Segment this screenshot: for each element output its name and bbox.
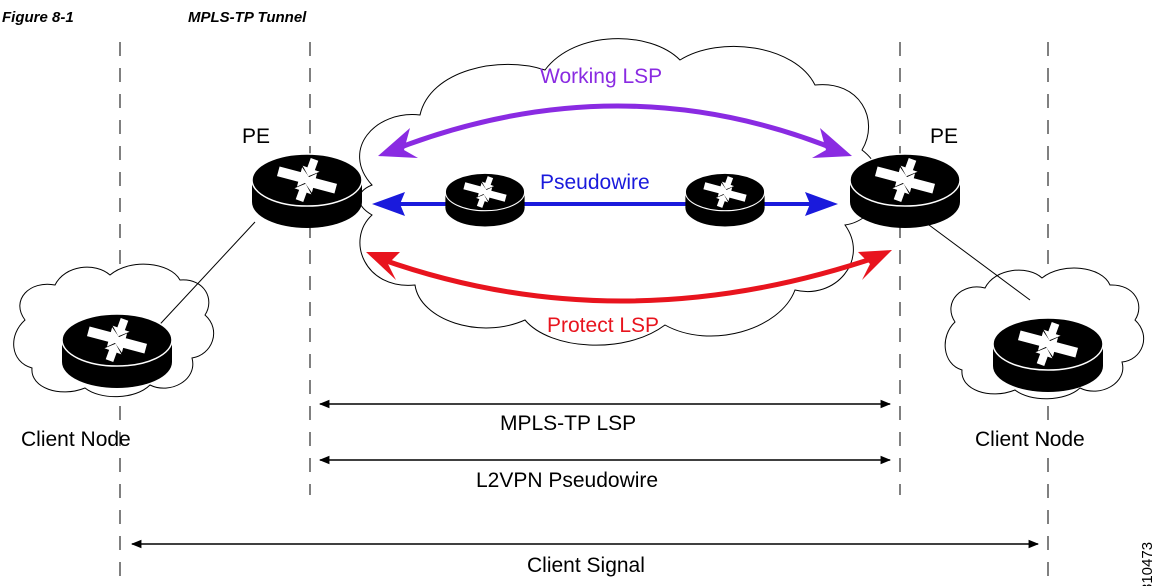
working-lsp-arrow — [378, 103, 852, 158]
client-right-router-icon — [992, 317, 1104, 393]
core-cloud-icon — [358, 38, 881, 346]
link-pe-right-client — [924, 221, 1031, 301]
client-signal-label: Client Signal — [527, 554, 645, 577]
link-pe-left-client — [149, 221, 256, 336]
protect-lsp-label: Protect LSP — [547, 314, 659, 337]
pe-left-label: PE — [242, 125, 270, 148]
core-router-right-icon — [684, 172, 766, 228]
figure-title: MPLS-TP Tunnel — [188, 9, 307, 26]
pseudowire-label: Pseudowire — [540, 171, 650, 194]
working-lsp-label: Working LSP — [540, 65, 662, 88]
figure-id-code: 310473 — [1139, 542, 1156, 586]
l2vpn-pseudowire-label: L2VPN Pseudowire — [476, 469, 658, 492]
pe-right-label: PE — [930, 125, 958, 148]
figure-number: Figure 8-1 — [2, 9, 74, 26]
client-left-router-icon — [61, 313, 173, 389]
mpls-tp-lsp-label: MPLS-TP LSP — [500, 412, 636, 435]
protect-lsp-arrow — [366, 250, 892, 304]
core-router-left-icon — [444, 172, 526, 228]
client-left-label: Client Node — [21, 428, 131, 451]
client-right-label: Client Node — [975, 428, 1085, 451]
pe-right-router-icon — [849, 153, 961, 229]
pe-left-router-icon — [251, 153, 363, 229]
